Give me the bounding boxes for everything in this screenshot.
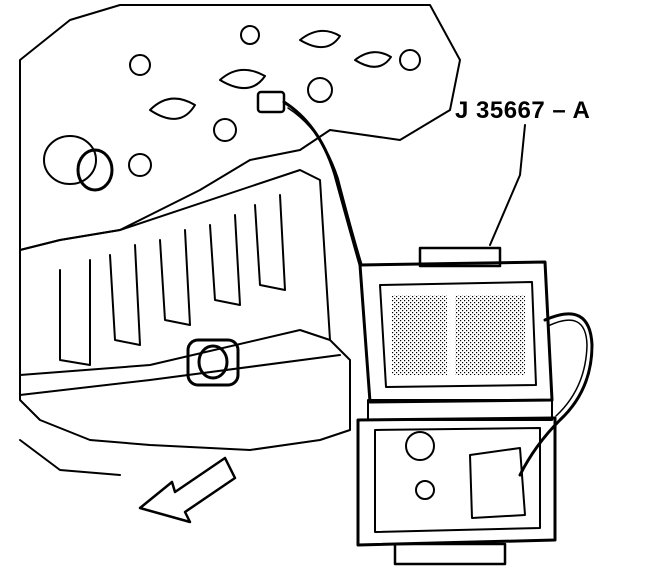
- callout-leader-line: [489, 124, 526, 246]
- tool-number-label: J 35667 – A: [455, 97, 591, 124]
- direction-arrow-icon: [138, 456, 237, 524]
- engine-block-icon: [19, 4, 461, 476]
- head-bolts: [128, 25, 421, 177]
- sensor-connector-icon: [256, 90, 363, 267]
- tester-case-icon: [356, 246, 594, 566]
